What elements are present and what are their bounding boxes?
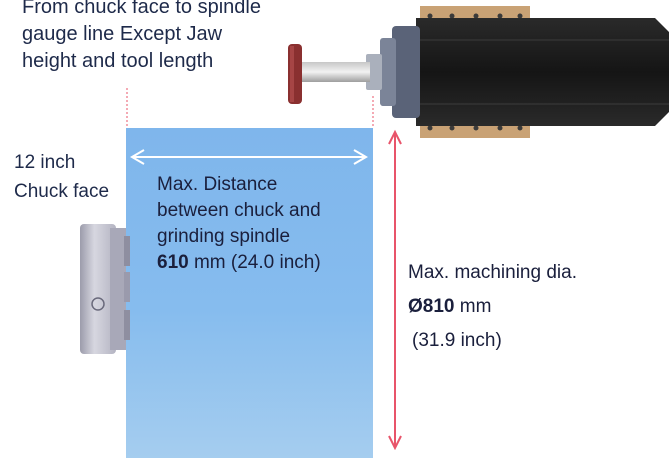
diameter-label: Max. machining dia. Ø810 mm (31.9 inch) <box>408 256 658 358</box>
distance-line-2: between chuck and <box>157 200 321 221</box>
grinding-spindle <box>288 6 669 138</box>
chuck-note-line-1: 12 inch <box>14 152 76 173</box>
distance-label: Max. Distance between chuck and grinding… <box>157 172 372 276</box>
lathe-chuck <box>80 224 130 354</box>
chuck-note-line-2: Chuck face <box>14 181 110 202</box>
distance-arrow <box>130 149 368 165</box>
spindle-housing <box>416 18 669 126</box>
gauge-note-line-1: From chuck face to spindle <box>22 0 261 18</box>
diameter-arrow <box>388 129 402 450</box>
distance-unit: mm (24.0 inch) <box>188 252 321 273</box>
diameter-imperial: (31.9 inch) <box>412 330 502 351</box>
gauge-note-line-3: height and tool length <box>22 50 214 72</box>
distance-line-3: grinding spindle <box>157 226 291 247</box>
chuck-face-note: 12 inch Chuck face <box>14 148 134 206</box>
machining-area <box>126 128 373 458</box>
distance-value-row: 610 mm (24.0 inch) <box>157 250 372 276</box>
tool-shaft <box>300 62 370 82</box>
diameter-title: Max. machining dia. <box>408 262 577 283</box>
diameter-value-row: Ø810 mm <box>408 290 658 324</box>
diameter-value: Ø810 <box>408 296 455 317</box>
distance-value: 610 <box>157 252 189 273</box>
distance-line-1: Max. Distance <box>157 174 278 195</box>
diameter-unit: mm <box>454 296 492 317</box>
spindle-flange <box>392 26 420 118</box>
gauge-note-line-2: gauge line Except Jaw <box>22 23 223 45</box>
gauge-line-note: From chuck face to spindle gauge line Ex… <box>22 0 322 75</box>
chuck-body <box>80 224 116 354</box>
